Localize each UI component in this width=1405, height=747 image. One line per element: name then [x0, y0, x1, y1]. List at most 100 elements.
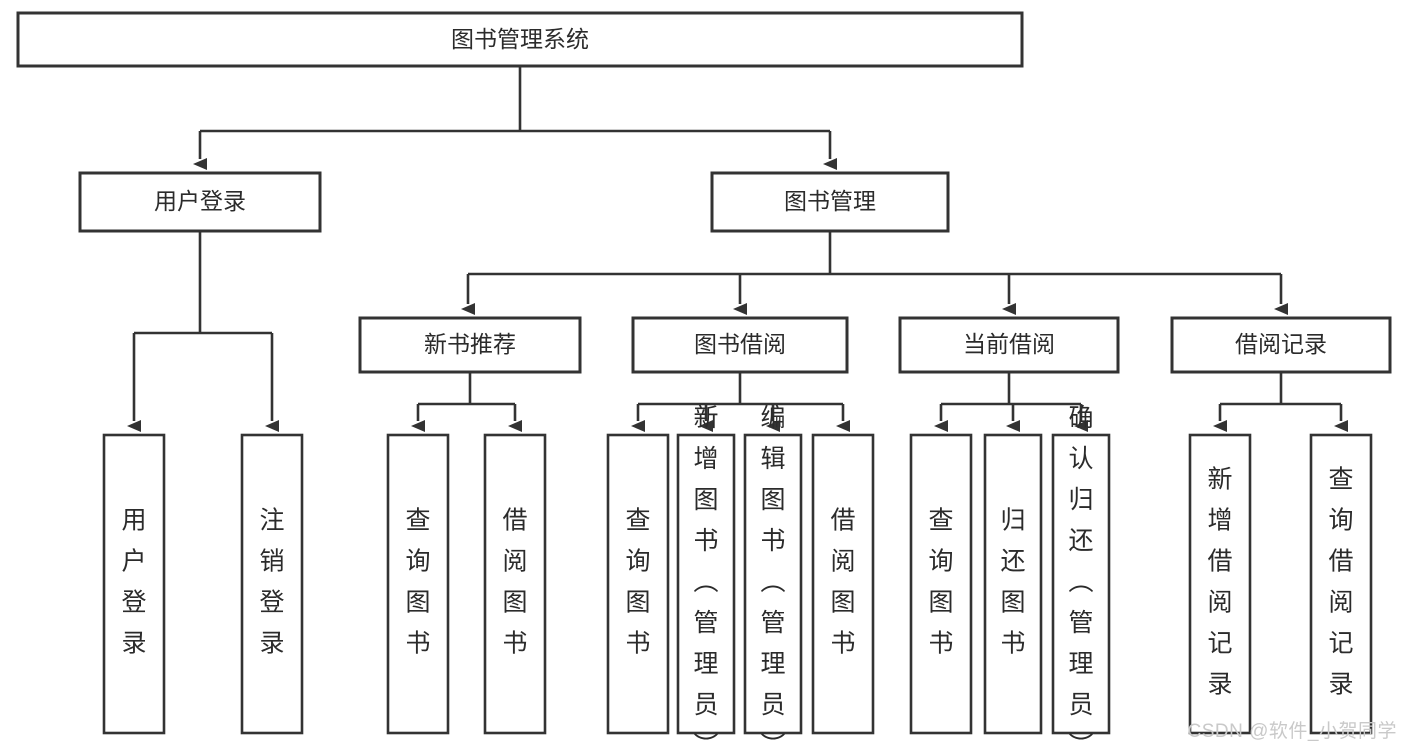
- leaf-label-char: 询: [625, 548, 650, 576]
- node-current-borrow[interactable]: 当前借阅: [898, 316, 1120, 374]
- node-root-box[interactable]: [16, 11, 1024, 68]
- node-current-borrow-label: 当前借阅: [963, 331, 1055, 357]
- node-leaf-user-login[interactable]: [102, 433, 166, 735]
- leaf-label-char: 询: [405, 548, 430, 576]
- node-borrow-record-box[interactable]: [1170, 316, 1392, 374]
- leaf-label-char: 销: [259, 548, 284, 576]
- leaf-label-char: 询: [928, 548, 953, 576]
- node-leaf-add-book-admin[interactable]: [676, 433, 736, 735]
- node-leaf-query-borrow-record[interactable]: [1309, 433, 1373, 735]
- leaf-label-char: 编: [760, 404, 785, 432]
- leaf-label-char: 理: [693, 650, 718, 678]
- leaf-label-char: 增: [693, 445, 718, 473]
- node-group: 图书管理系统 用户登录 图书管理 新书推荐 图书借阅: [16, 11, 1392, 747]
- leaf-label-char: 用: [121, 507, 146, 535]
- leaf-label-char: 员: [760, 691, 785, 719]
- leaf-label-char: ︶: [760, 732, 785, 747]
- node-new-book-recommend[interactable]: 新书推荐: [358, 316, 582, 374]
- leaf-label-0: 用户登录: [121, 507, 146, 658]
- node-leaf-query-book-rec[interactable]: [386, 433, 450, 735]
- node-leaf-return-book-box[interactable]: [983, 433, 1043, 735]
- node-leaf-logout-login[interactable]: [240, 433, 304, 735]
- leaf-label-char: 管: [760, 609, 785, 637]
- node-book-management[interactable]: 图书管理: [710, 171, 950, 233]
- leaf-label-char: 登: [121, 589, 146, 617]
- leaf-label-char: 借: [1207, 548, 1232, 576]
- node-root[interactable]: 图书管理系统: [16, 11, 1024, 68]
- leaf-label-char: 归: [1068, 486, 1093, 514]
- node-leaf-user-login-box[interactable]: [102, 433, 166, 735]
- leaf-label-char: 书: [830, 630, 855, 658]
- node-leaf-query-book-borrow[interactable]: [606, 433, 670, 735]
- node-borrow-record-label: 借阅记录: [1235, 331, 1327, 357]
- leaf-label-char: 借: [830, 507, 855, 535]
- leaf-label-char: 图: [928, 589, 953, 617]
- leaf-label-char: 还: [1068, 527, 1093, 555]
- node-leaf-add-borrow-record[interactable]: [1188, 433, 1252, 735]
- node-book-borrow-label: 图书借阅: [694, 331, 786, 357]
- leaf-label-char: 书: [928, 630, 953, 658]
- node-borrow-record[interactable]: 借阅记录: [1170, 316, 1392, 374]
- leaf-label-char: 图: [1000, 589, 1025, 617]
- leaf-label-char: 图: [760, 486, 785, 514]
- node-user-login[interactable]: 用户登录: [78, 171, 322, 233]
- watermark-csdn: CSDN @软件_小贺同学: [1187, 721, 1397, 742]
- leaf-label-char: ︵: [760, 568, 785, 596]
- node-leaf-logout-login-box[interactable]: [240, 433, 304, 735]
- leaf-label-char: 还: [1000, 548, 1025, 576]
- node-leaf-query-book-borrow-box[interactable]: [606, 433, 670, 735]
- node-leaf-add-borrow-record-box[interactable]: [1188, 433, 1252, 735]
- leaf-label-char: 录: [121, 630, 146, 658]
- node-leaf-query-borrow-record-box[interactable]: [1309, 433, 1373, 735]
- node-book-borrow[interactable]: 图书借阅: [631, 316, 849, 374]
- node-current-borrow-box[interactable]: [898, 316, 1120, 374]
- node-leaf-query-book-current[interactable]: [909, 433, 973, 735]
- node-leaf-query-book-current-box[interactable]: [909, 433, 973, 735]
- leaf-label-char: 书: [502, 630, 527, 658]
- node-root-label: 图书管理系统: [451, 26, 589, 52]
- leaf-label-char: 图: [502, 589, 527, 617]
- node-leaf-confirm-return-admin-box[interactable]: [1051, 433, 1111, 735]
- node-new-book-recommend-box[interactable]: [358, 316, 582, 374]
- leaf-label-char: 查: [1328, 466, 1353, 494]
- node-leaf-edit-book-admin-box[interactable]: [743, 433, 803, 735]
- node-leaf-borrow-book-box[interactable]: [811, 433, 875, 735]
- leaf-label-group: 用户登录注销登录查询图书借阅图书查询图书新增图书︵管理员︶编辑图书︵管理员︶借阅…: [121, 404, 1353, 747]
- node-user-login-box[interactable]: [78, 171, 322, 233]
- leaf-label-char: 图: [405, 589, 430, 617]
- node-leaf-borrow-book[interactable]: [811, 433, 875, 735]
- leaf-label-char: 记: [1328, 630, 1353, 658]
- node-leaf-borrow-book-rec[interactable]: [483, 433, 547, 735]
- node-book-management-box[interactable]: [710, 171, 950, 233]
- leaf-label-char: 录: [1328, 671, 1353, 699]
- node-leaf-edit-book-admin[interactable]: [743, 433, 803, 735]
- leaf-label-char: 询: [1328, 507, 1353, 535]
- node-leaf-add-book-admin-box[interactable]: [676, 433, 736, 735]
- node-leaf-borrow-book-rec-box[interactable]: [483, 433, 547, 735]
- node-leaf-confirm-return-admin[interactable]: [1051, 433, 1111, 735]
- leaf-label-char: 书: [760, 527, 785, 555]
- leaf-label-char: 认: [1068, 445, 1093, 473]
- leaf-label-char: 录: [1207, 671, 1232, 699]
- node-leaf-query-book-rec-box[interactable]: [386, 433, 450, 735]
- leaf-label-char: 阅: [1328, 589, 1353, 617]
- leaf-label-char: 查: [928, 507, 953, 535]
- leaf-label-char: ︵: [693, 568, 718, 596]
- node-leaf-return-book[interactable]: [983, 433, 1043, 735]
- leaf-label-char: ︶: [693, 732, 718, 747]
- node-book-borrow-box[interactable]: [631, 316, 849, 374]
- leaf-label-char: 阅: [830, 548, 855, 576]
- leaf-label-char: 注: [259, 507, 284, 535]
- leaf-label-char: 书: [625, 630, 650, 658]
- leaf-label-char: 记: [1207, 630, 1232, 658]
